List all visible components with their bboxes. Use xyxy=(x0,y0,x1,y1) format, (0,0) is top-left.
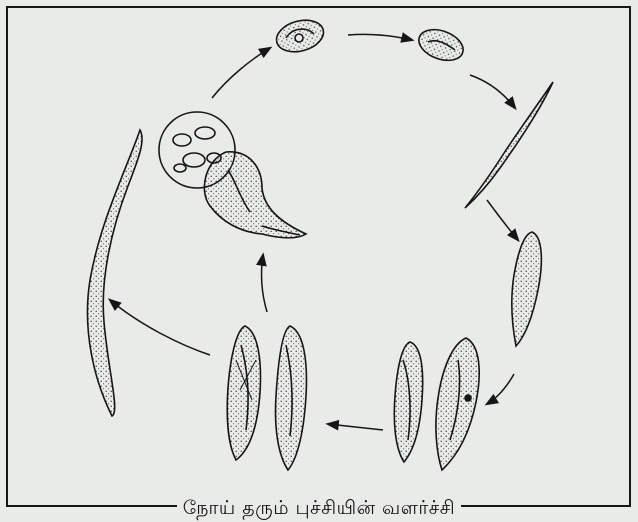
stage-paired-cells-left xyxy=(227,326,306,470)
stage-oval-cell-top-right xyxy=(415,24,468,66)
arrow-3 xyxy=(487,200,518,240)
arrow-6 xyxy=(262,255,267,312)
stage-cyst-with-budding-cell xyxy=(159,112,306,238)
arrow-7 xyxy=(212,48,270,98)
arrow-4 xyxy=(487,374,514,404)
arrow-5 xyxy=(328,424,383,430)
arrow-2 xyxy=(470,75,515,108)
stage-long-curved-filament xyxy=(87,130,142,416)
arrow-1 xyxy=(348,34,412,40)
stage-oval-cell-top-left xyxy=(273,15,327,56)
stage-spindle-cell xyxy=(512,232,542,346)
diagram-caption: நோய் தரும் புச்சியின் வளர்ச்சி xyxy=(0,497,638,522)
arrow-8 xyxy=(110,300,210,355)
stage-paired-cells-right xyxy=(394,338,479,470)
